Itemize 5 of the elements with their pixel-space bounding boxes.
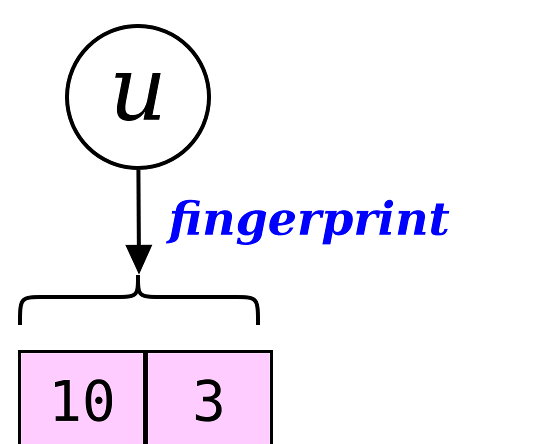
- circle-node: u: [65, 24, 211, 170]
- array-cell: 10: [18, 350, 146, 444]
- edge-label: fingerprint: [166, 200, 450, 245]
- brace: [18, 272, 260, 325]
- array-cell: 3: [145, 350, 273, 444]
